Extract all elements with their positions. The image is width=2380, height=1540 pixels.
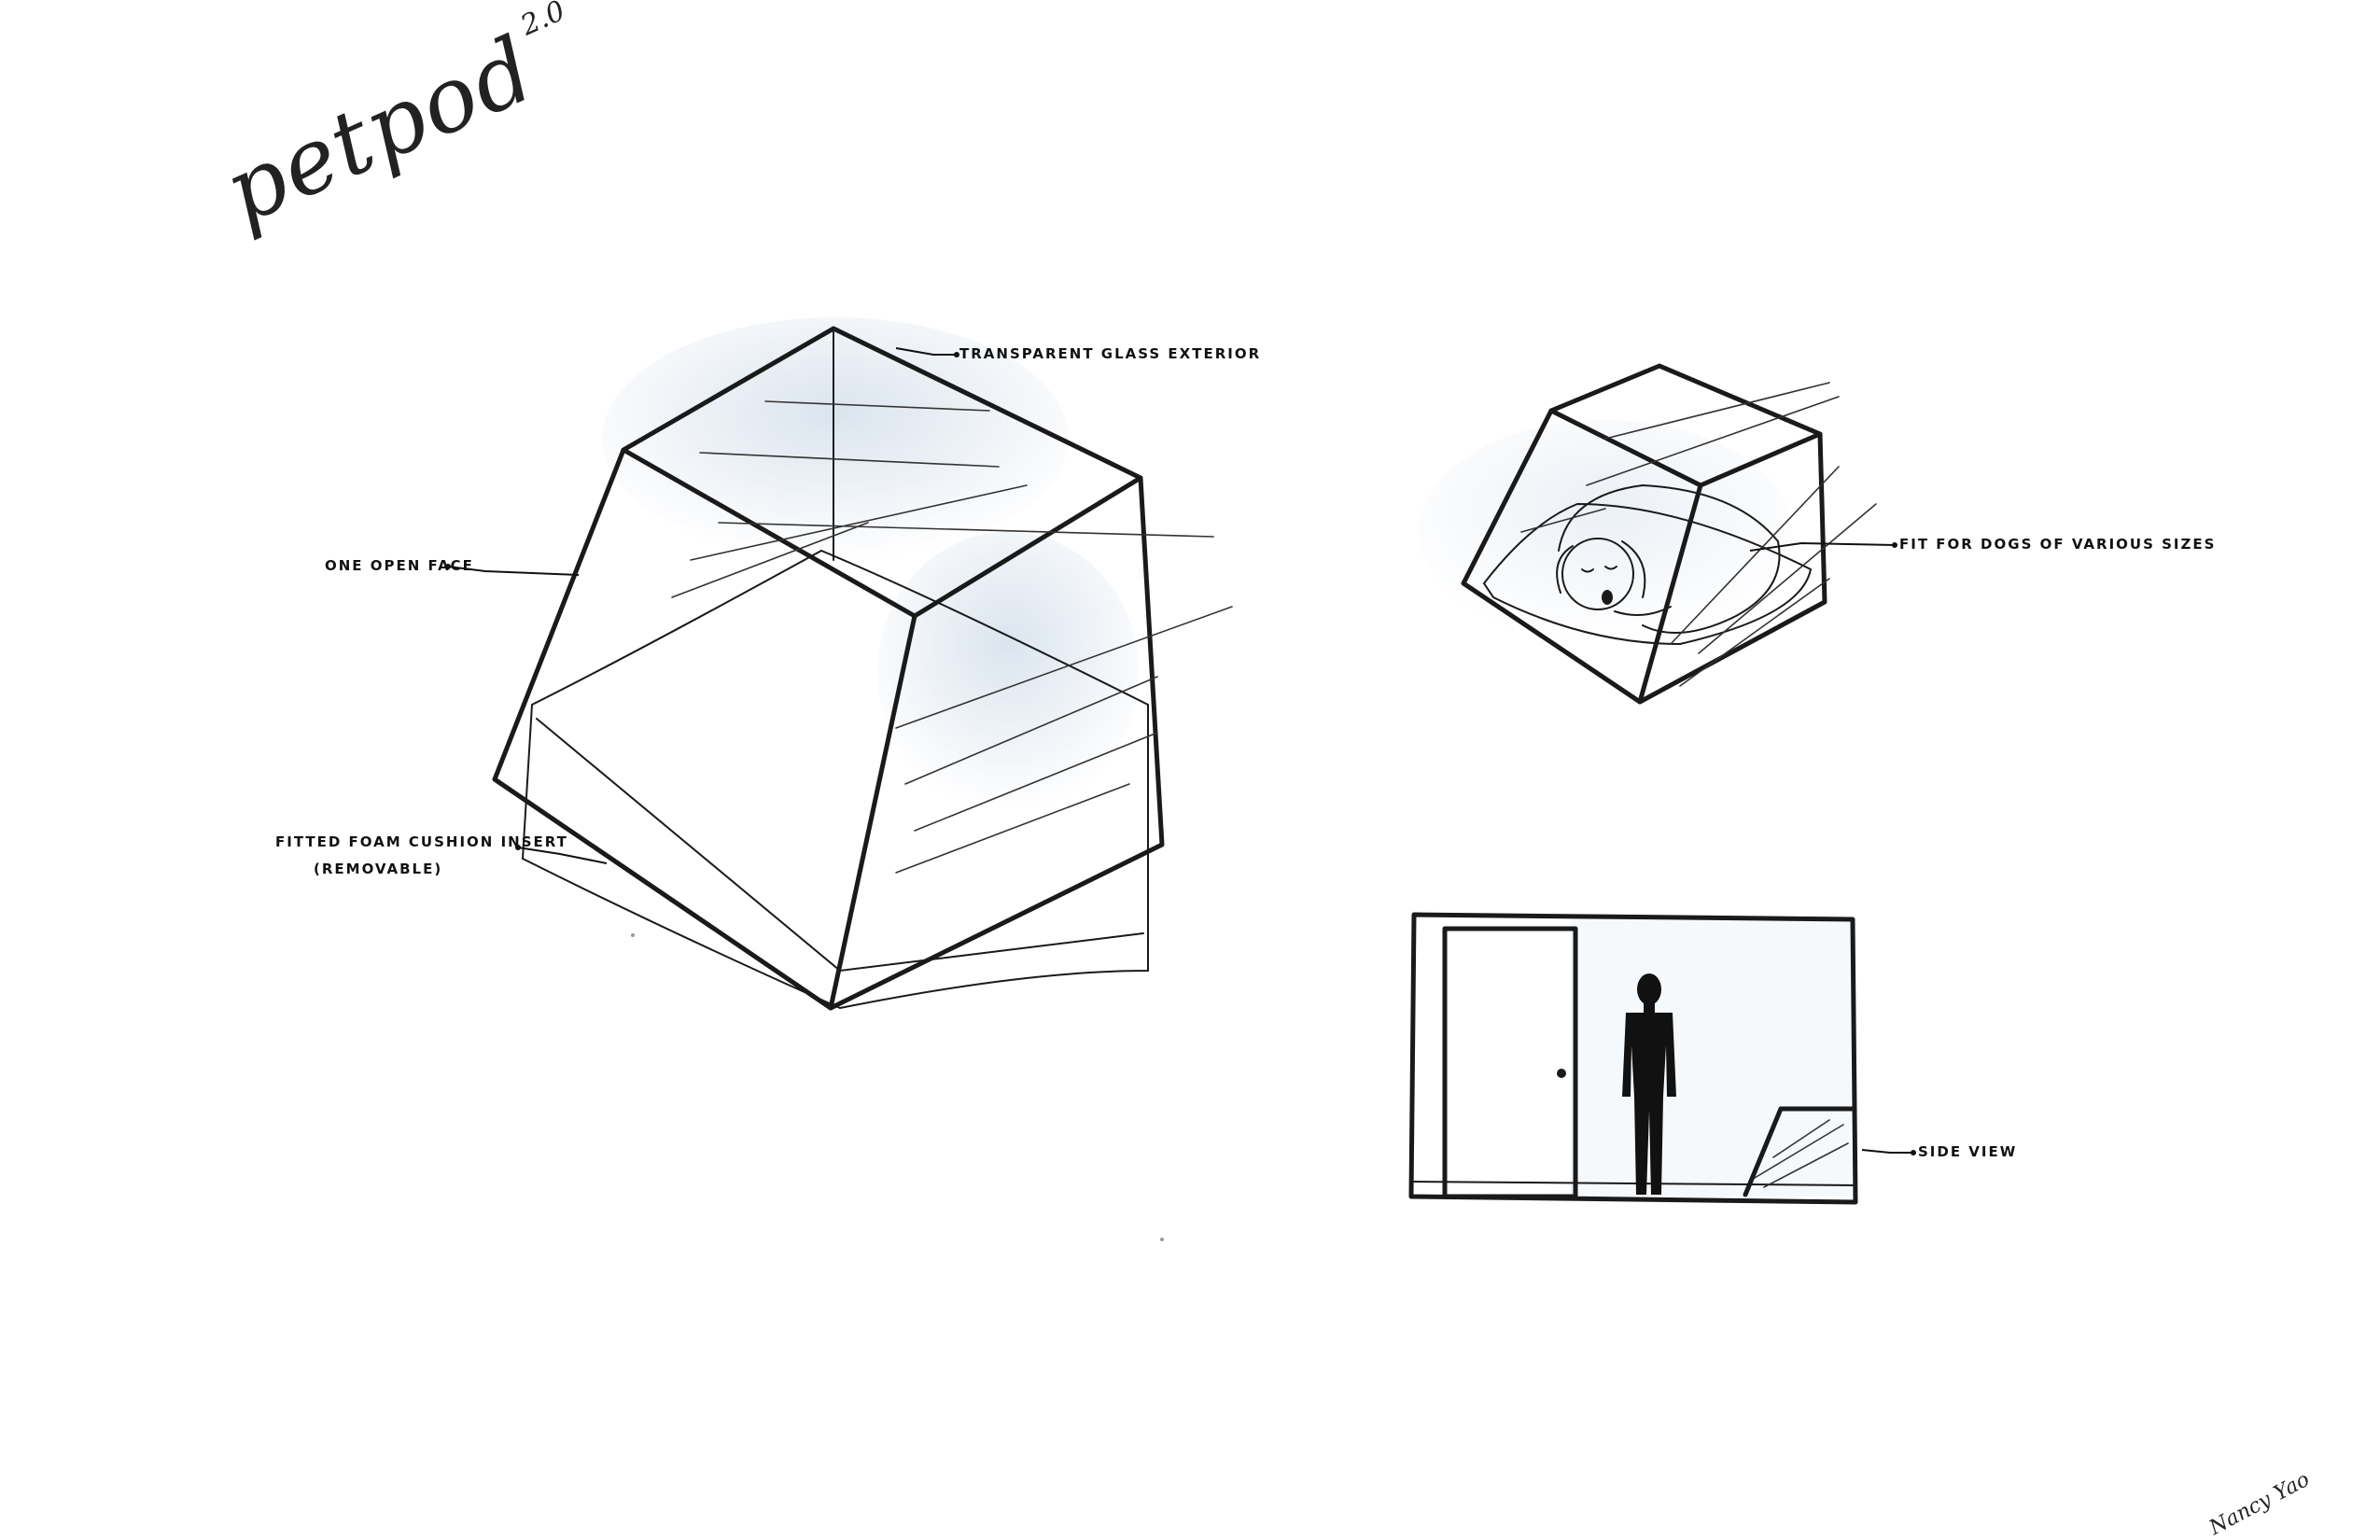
door-knob bbox=[1557, 1069, 1566, 1078]
small-pod-drawing bbox=[1419, 366, 1897, 702]
small-glass-wash bbox=[1419, 420, 1792, 644]
label-side-view: SIDE VIEW bbox=[1918, 1143, 2017, 1160]
dog-nose bbox=[1602, 590, 1613, 605]
label-cushion-line2: (REMOVABLE) bbox=[314, 861, 442, 877]
label-glass-exterior: TRANSPARENT GLASS EXTERIOR bbox=[959, 345, 1261, 362]
main-pod-drawing bbox=[445, 317, 1232, 1008]
side-view-drawing bbox=[1411, 915, 1916, 1202]
leader-side-view-dot bbox=[1911, 1150, 1916, 1155]
glass-wash-side bbox=[877, 532, 1139, 812]
side-view-wash bbox=[1571, 917, 1851, 1197]
stray-mark bbox=[631, 933, 635, 937]
stray-mark bbox=[1160, 1238, 1164, 1241]
pod-front-edge bbox=[831, 616, 915, 1008]
door bbox=[1445, 929, 1575, 1197]
label-dogs: FIT FOR DOGS OF VARIOUS SIZES bbox=[1899, 536, 2216, 553]
label-cushion-line1: FITTED FOAM CUSHION INSERT bbox=[275, 833, 568, 850]
label-open-face: ONE OPEN FACE bbox=[325, 557, 474, 574]
leader-side-view bbox=[1862, 1150, 1913, 1153]
leader-dogs-dot bbox=[1892, 542, 1897, 548]
